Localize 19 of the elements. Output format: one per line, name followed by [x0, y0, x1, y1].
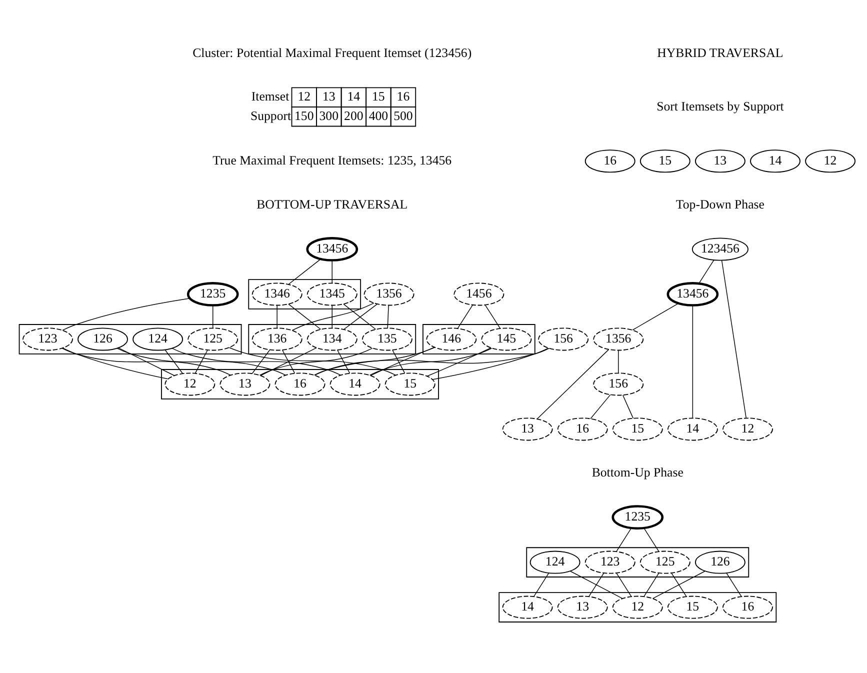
label: 150: [294, 109, 314, 123]
label: Top-Down Phase: [676, 198, 764, 212]
label: Cluster: Potential Maximal Frequent Itemset (123456): [192, 46, 472, 60]
label: 14: [347, 90, 360, 104]
label: Sort Itemsets by Support: [656, 99, 784, 114]
label: 15: [372, 90, 385, 104]
label: 16: [396, 90, 410, 104]
label: Support: [250, 109, 292, 123]
label: HYBRID TRAVERSAL: [657, 46, 784, 60]
label: 500: [394, 109, 413, 123]
label: 400: [368, 109, 388, 123]
label: Itemset: [251, 90, 290, 104]
label: 300: [319, 109, 339, 123]
label: Bottom-Up Phase: [592, 466, 684, 480]
label: 12: [298, 90, 311, 104]
label: 200: [344, 109, 364, 123]
label: BOTTOM-UP TRAVERSAL: [256, 198, 408, 212]
label: 13: [322, 90, 336, 104]
label: True Maximal Frequent Itemsets: 1235, 13456: [212, 154, 452, 168]
